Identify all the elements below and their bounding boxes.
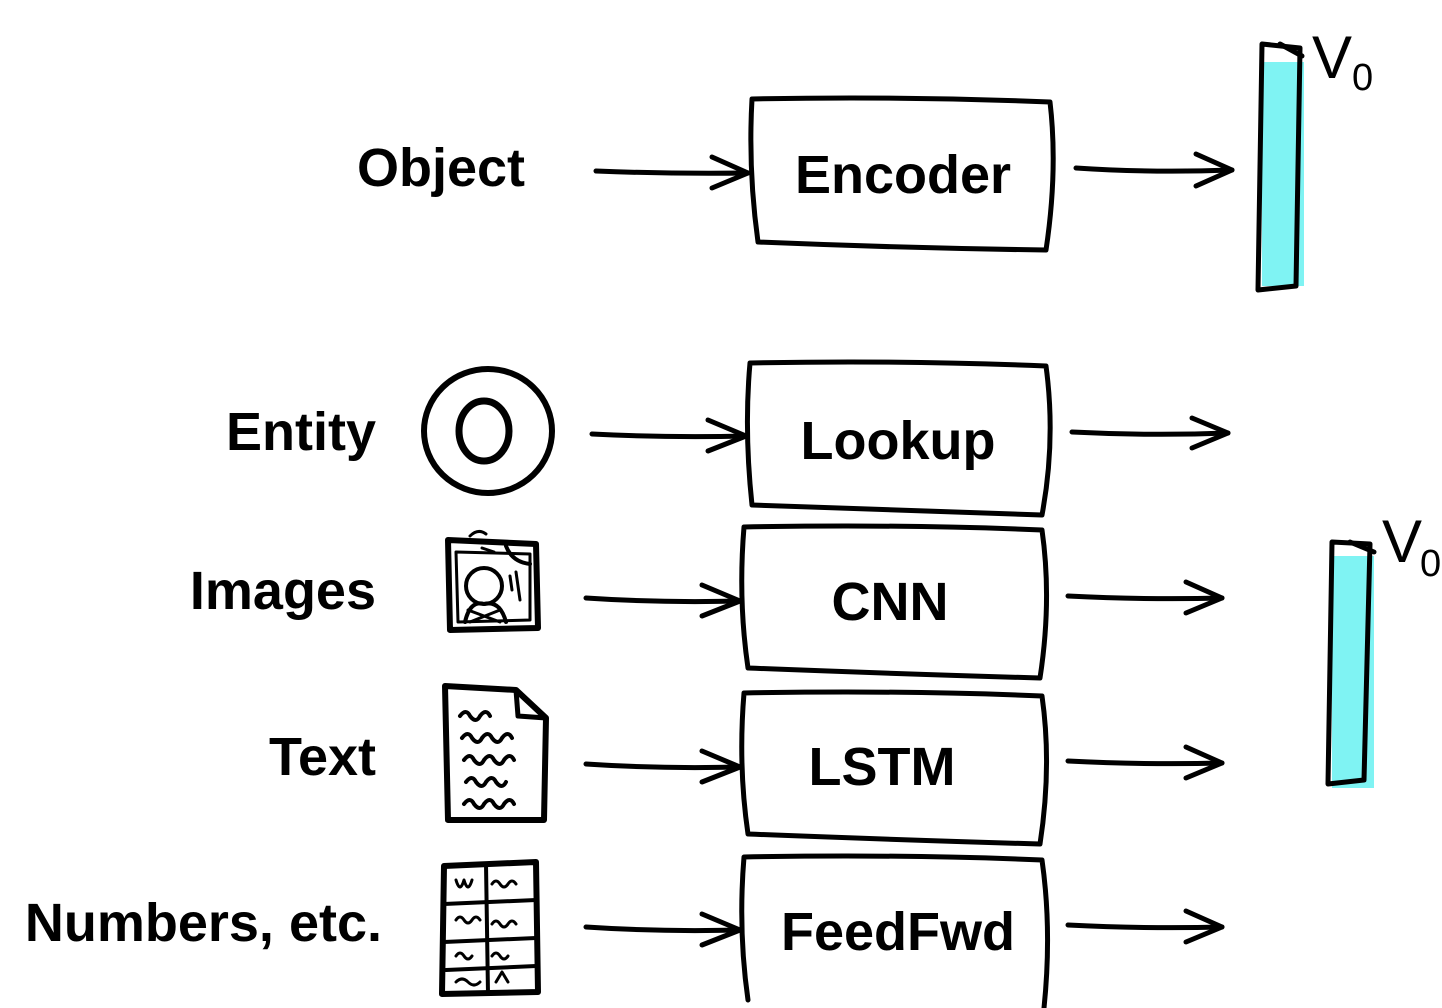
arrow-encoder-to-vector <box>1073 151 1235 189</box>
arrow-images-to-cnn <box>583 582 743 619</box>
vector-subscript-shared: 0 <box>1420 543 1441 585</box>
module-label-feedfwd: FeedFwd <box>781 902 1015 962</box>
vector-label-top: V <box>1312 24 1352 91</box>
module-box-encoder: Encoder <box>748 95 1056 253</box>
table-grid-icon <box>439 859 541 997</box>
module-box-cnn: CNN <box>739 523 1050 681</box>
arrow-entity-to-lookup <box>589 417 749 454</box>
input-label-numbers: Numbers, etc. <box>25 893 382 953</box>
arrow-numbers-to-feedfwd <box>583 911 743 948</box>
circle-entity-icon <box>421 366 555 496</box>
module-label-lookup: Lookup <box>801 411 996 471</box>
input-label-entity: Entity <box>226 402 376 462</box>
module-label-encoder: Encoder <box>795 145 1011 205</box>
vector-subscript-top: 0 <box>1352 57 1373 99</box>
arrow-cnn-out <box>1065 579 1225 616</box>
arrow-lstm-out <box>1065 744 1225 781</box>
input-label-text: Text <box>269 727 376 787</box>
module-label-lstm: LSTM <box>809 737 956 797</box>
input-label-object: Object <box>357 138 525 198</box>
arrow-lookup-out <box>1069 415 1231 451</box>
module-label-cnn: CNN <box>832 572 949 632</box>
module-box-lookup: Lookup <box>744 359 1053 518</box>
module-box-feedfwd: FeedFwd <box>739 853 1051 1008</box>
input-label-images: Images <box>190 561 376 621</box>
arrow-feedfwd-out <box>1065 908 1225 945</box>
image-photo-icon <box>445 529 541 633</box>
vector-label-shared: V <box>1382 508 1422 575</box>
arrow-text-to-lstm <box>583 748 743 785</box>
arrow-object-to-encoder <box>593 154 751 191</box>
output-vector-shared <box>1325 539 1377 788</box>
output-vector-top <box>1255 41 1305 293</box>
text-document-icon <box>442 683 549 823</box>
module-box-lstm: LSTM <box>739 689 1050 847</box>
